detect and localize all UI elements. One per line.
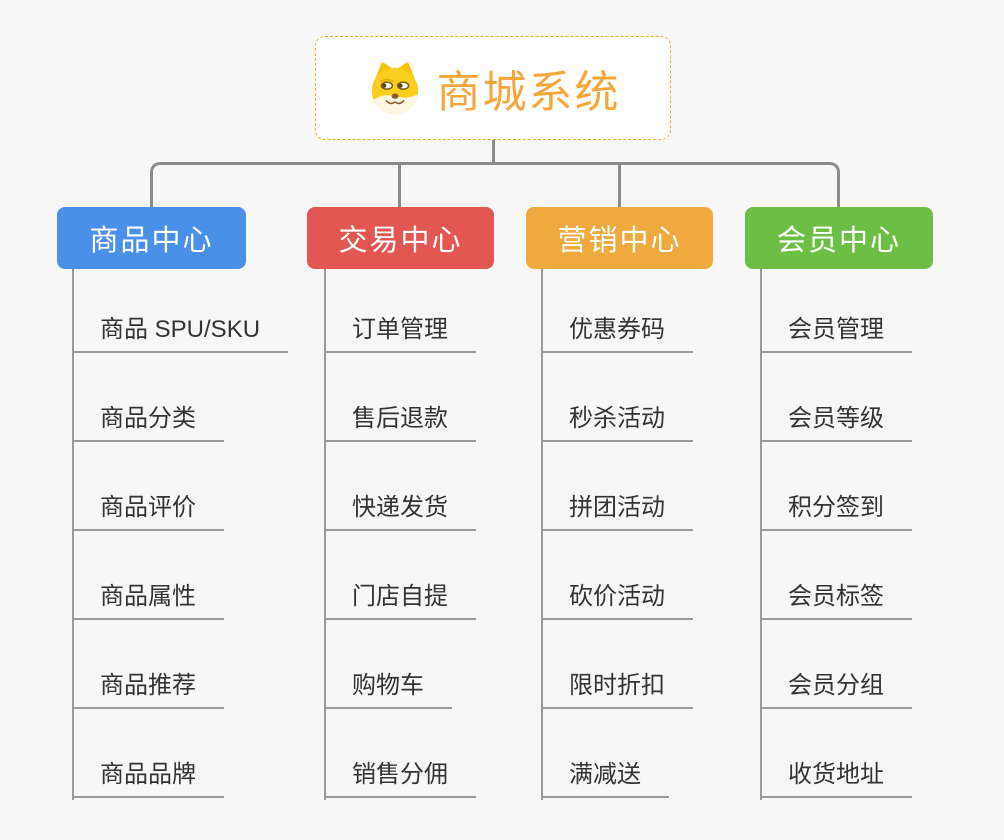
dog-face-icon (371, 62, 418, 115)
leaf-node[interactable]: 商品推荐 (72, 661, 224, 709)
column-spine (541, 269, 543, 800)
leaf-node[interactable]: 会员标签 (760, 572, 912, 620)
leaf-node[interactable]: 商品评价 (72, 483, 224, 531)
branch-node-marketing-center[interactable]: 营销中心 (526, 207, 713, 269)
leaf-node[interactable]: 满减送 (541, 750, 669, 798)
leaf-node[interactable]: 会员管理 (760, 305, 912, 353)
leaf-node[interactable]: 优惠券码 (541, 305, 693, 353)
leaf-node[interactable]: 门店自提 (324, 572, 476, 620)
branch-label: 会员中心 (776, 225, 901, 257)
branch-drop-line (398, 162, 401, 207)
branch-node-product-center[interactable]: 商品中心 (57, 207, 246, 269)
branch-node-trade-center[interactable]: 交易中心 (307, 207, 494, 269)
leaf-node[interactable]: 售后退款 (324, 394, 476, 442)
leaf-node[interactable]: 会员分组 (760, 661, 912, 709)
leaf-node[interactable]: 销售分佣 (324, 750, 476, 798)
leaf-node[interactable]: 商品属性 (72, 572, 224, 620)
leaf-node[interactable]: 收货地址 (760, 750, 912, 798)
leaf-node[interactable]: 拼团活动 (541, 483, 693, 531)
leaf-node[interactable]: 砍价活动 (541, 572, 693, 620)
leaf-node[interactable]: 限时折扣 (541, 661, 693, 709)
column-spine (760, 269, 762, 800)
tree-bus-line (150, 162, 840, 207)
leaf-node[interactable]: 商品品牌 (72, 750, 224, 798)
leaf-node[interactable]: 商品 SPU/SKU (72, 305, 289, 353)
leaf-node[interactable]: 购物车 (324, 661, 452, 709)
branch-label: 营销中心 (557, 225, 682, 257)
leaf-node[interactable]: 订单管理 (324, 305, 476, 353)
leaf-node[interactable]: 会员等级 (760, 394, 912, 442)
root-stem-line (492, 140, 495, 164)
branch-drop-line (618, 162, 621, 207)
root-title: 商城系统 (436, 68, 621, 117)
branch-label: 交易中心 (338, 225, 463, 257)
branch-node-member-center[interactable]: 会员中心 (745, 207, 933, 269)
leaf-node[interactable]: 快递发货 (324, 483, 476, 531)
root-node[interactable]: 商城系统 (315, 36, 671, 140)
leaf-node[interactable]: 秒杀活动 (541, 394, 693, 442)
column-spine (72, 269, 74, 800)
leaf-node[interactable]: 商品分类 (72, 394, 224, 442)
branch-label: 商品中心 (89, 225, 214, 257)
column-spine (324, 269, 326, 800)
leaf-node[interactable]: 积分签到 (760, 483, 912, 531)
